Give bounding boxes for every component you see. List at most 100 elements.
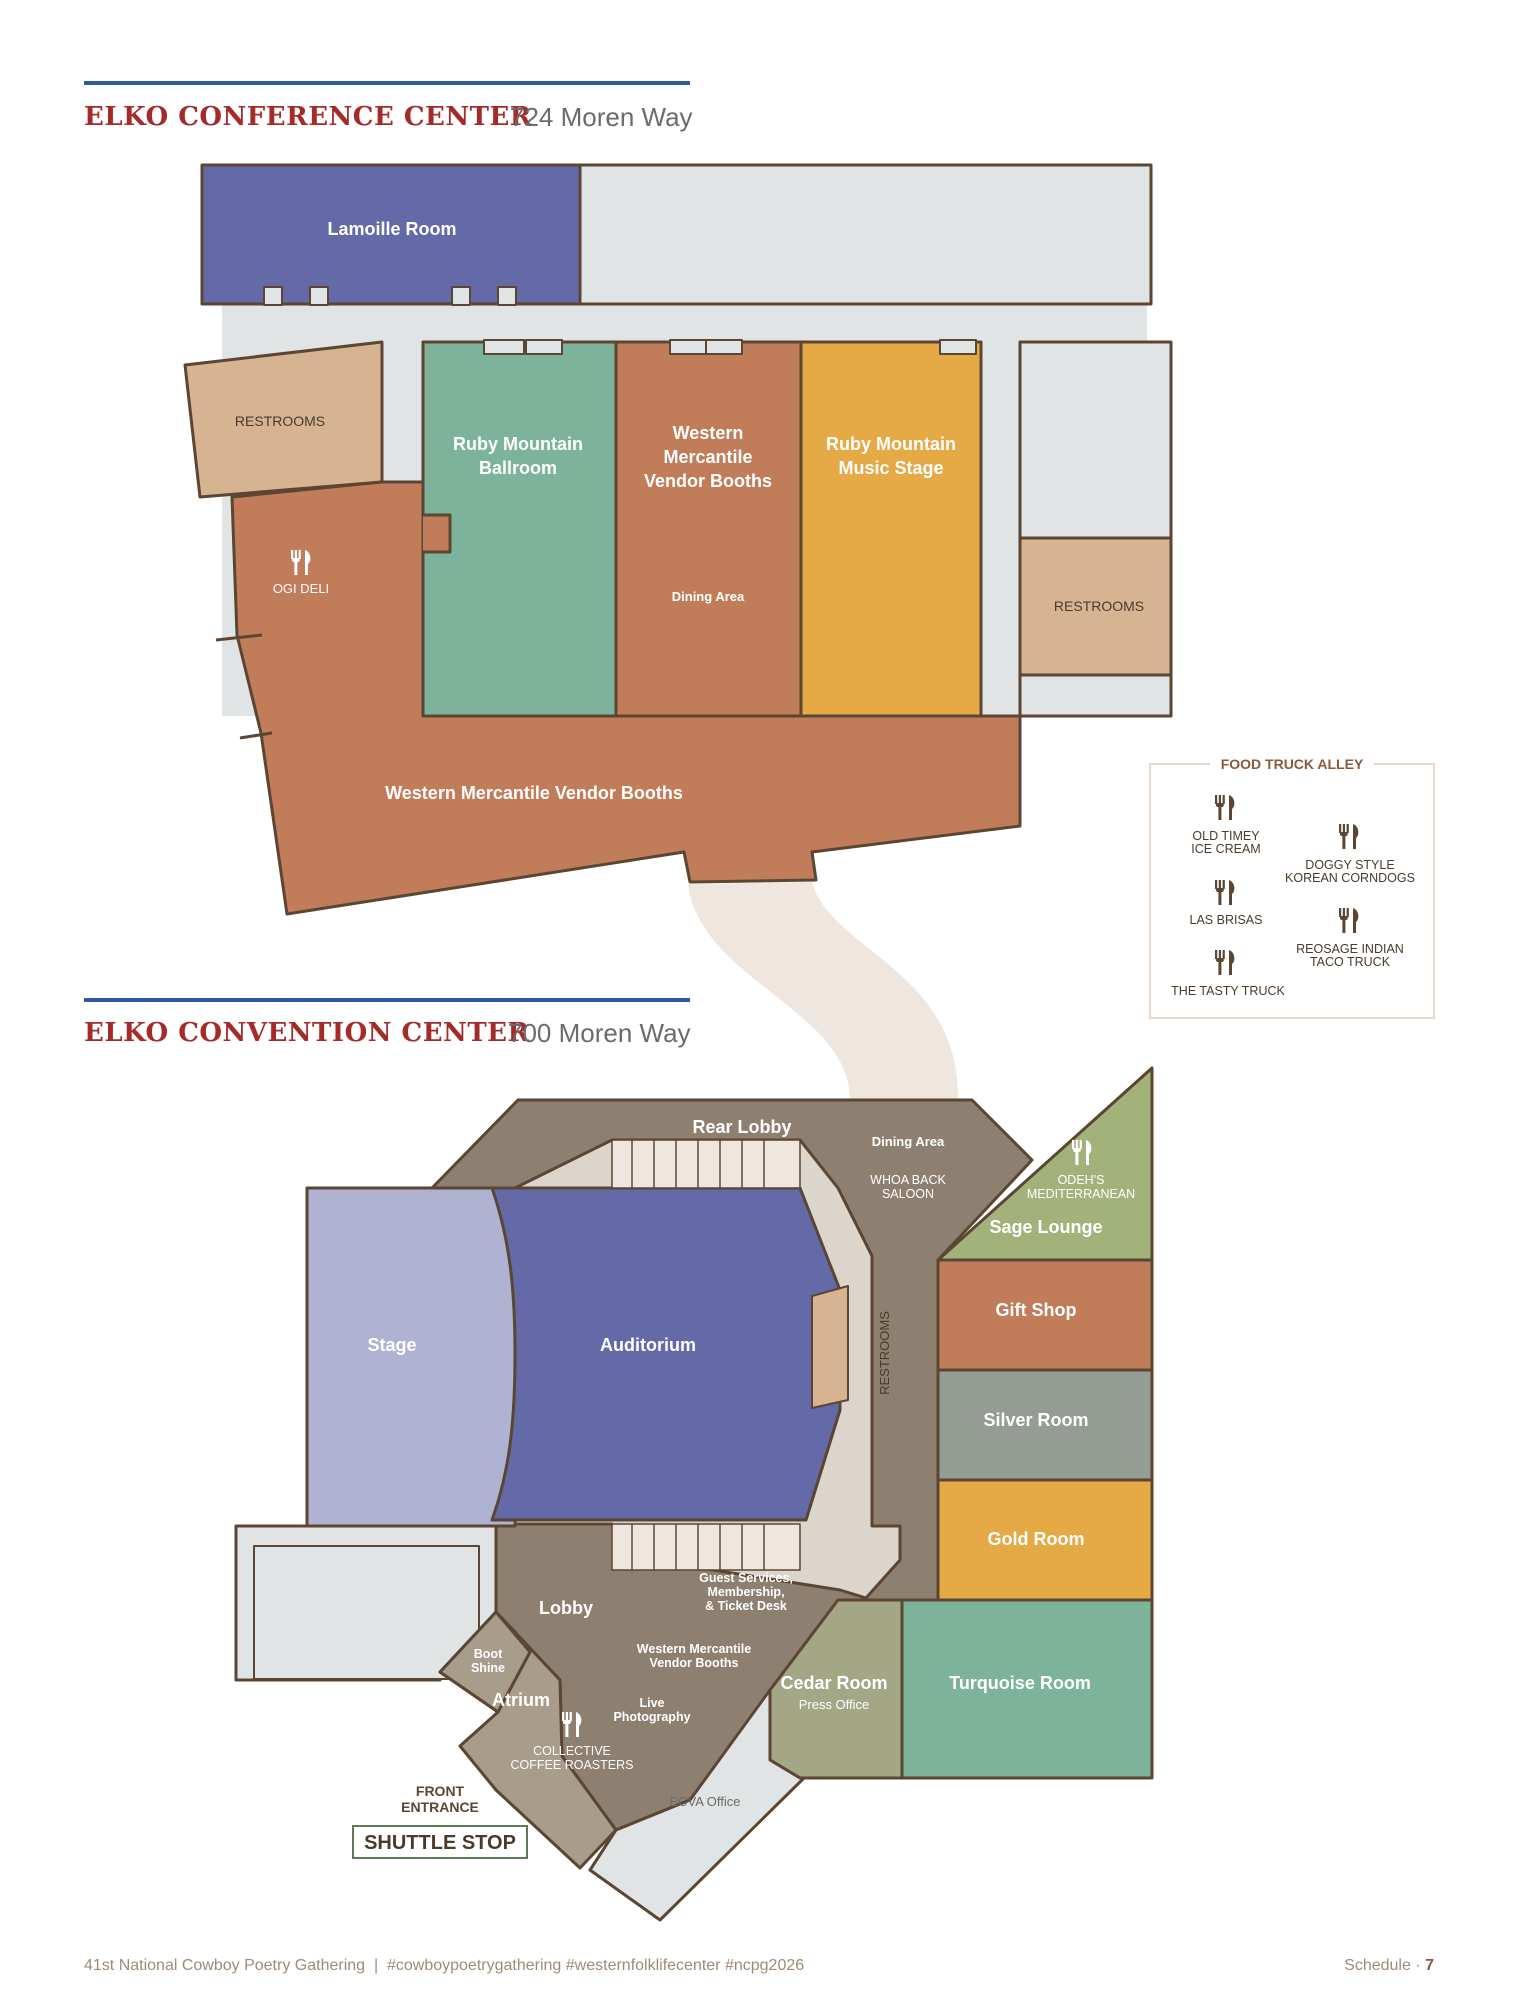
footer-separator: | [373,1957,379,1974]
convention-address: 700 Moren Way [508,1018,691,1048]
convention-sub-labels: WHOA BACK SALOON ODEH'S MEDITERRANEAN Pr… [511,1173,1136,1772]
ecva-office-label: ECVA Office [669,1794,740,1809]
ruby-ballroom-label-2: Ballroom [479,458,557,478]
restrooms-right[interactable] [1018,536,1173,677]
guest-services-label-3: & Ticket Desk [705,1599,787,1613]
front-entrance-label-2: ENTRANCE [401,1799,479,1815]
old-timey-label-2: ICE CREAM [1191,842,1260,856]
connecting-walkway[interactable] [688,882,959,1100]
conference-labels: Lamoille Room Ruby Mountain Ballroom Wes… [327,219,956,803]
guest-services-label-1: Guest Services, [699,1571,793,1585]
las-brisas-icon [1215,880,1235,905]
conference-header-rule [84,81,690,85]
collective-label-1: COLLECTIVE [533,1744,611,1758]
food-truck-alley-frame [1149,763,1435,1019]
footer-left: 41st National Cowboy Poetry Gathering | … [84,1957,804,1975]
collective-label-2: COFFEE ROASTERS [511,1758,634,1772]
ecva-office[interactable] [588,1688,806,1922]
western-label-2: Mercantile [663,447,752,467]
lamoille-room[interactable] [200,163,582,306]
conference-restroom-labels: RESTROOMS RESTROOMS [235,413,1144,614]
ruby-music-label-2: Music Stage [838,458,943,478]
western-bottom-label: Western Mercantile Vendor Booths [385,783,683,803]
tasty-truck-icon [1215,950,1235,975]
restrooms-right-label: RESTROOMS [1054,598,1144,614]
gold-room-label: Gold Room [988,1529,1085,1549]
ruby-ballroom-label-1: Ruby Mountain [453,434,583,454]
atrium-label: Atrium [492,1690,550,1710]
live-photo-label-1: Live [639,1696,664,1710]
las-brisas-label: LAS BRISAS [1190,913,1263,927]
whoa-back-label-1: WHOA BACK [870,1173,946,1187]
front-entrance-label-1: FRONT [416,1783,465,1799]
lamoille-doors [263,286,517,306]
footer-hashtags: #cowboypoetrygathering #westernfolklifec… [386,1957,805,1974]
footer-dot: · [1415,1957,1421,1974]
doggy-label-2: KOREAN CORNDOGS [1285,871,1415,885]
cedar-room-label: Cedar Room [780,1673,887,1693]
convention-labels: Rear Lobby Dining Area Sage Lounge Stage… [367,1117,1102,1724]
reosage-label-2: TACO TRUCK [1310,955,1391,969]
ogi-deli-label: OGI DELI [273,581,329,596]
ballroom-doors [483,339,977,355]
convention-title: ELKO CONVENTION CENTER [84,1018,530,1048]
restrooms-left-label: RESTROOMS [235,413,325,429]
auditorium-steps-bottom [611,1523,801,1571]
odeh-label-2: MEDITERRANEAN [1027,1187,1135,1201]
rear-lobby-label: Rear Lobby [692,1117,791,1137]
ruby-mountain-ballroom[interactable] [421,340,618,718]
footer-event: 41st National Cowboy Poetry Gathering [84,1957,366,1974]
odeh-label-1: ODEH'S [1058,1173,1105,1187]
ruby-music-label-1: Ruby Mountain [826,434,956,454]
stage-label: Stage [367,1335,416,1355]
auditorium-steps-top [611,1139,801,1189]
old-timey-icon [1215,795,1235,820]
convention-left-room [253,1545,480,1680]
old-timey-label-1: OLD TIMEY [1192,829,1260,843]
wm-booths-label-1: Western Mercantile [637,1642,751,1656]
conference-top-hall[interactable] [578,163,1153,306]
food-truck-alley: FOOD TRUCK ALLEY OLD TIMEY ICE CREAM DOG… [1149,754,1435,1019]
boot-shine-label-2: Shine [471,1661,505,1675]
ruby-mountain-music-stage[interactable] [799,340,983,718]
western-mercantile-vendor-booths[interactable] [614,340,803,718]
convention-restrooms-label: RESTROOMS [877,1311,892,1395]
reosage-icon [1339,908,1359,933]
lobby-label: Lobby [539,1598,593,1618]
press-office-label: Press Office [799,1697,870,1712]
sage-lounge-label: Sage Lounge [989,1217,1102,1237]
conference-title: ELKO CONFERENCE CENTER [84,102,532,132]
convention-header-rule [84,998,690,1002]
wm-booths-label-2: Vendor Booths [650,1656,739,1670]
boot-shine[interactable] [438,1610,532,1714]
footer-section: Schedule [1344,1957,1411,1974]
shuttle-stop-sign[interactable] [352,1825,528,1859]
doggy-style-icon [1339,824,1359,849]
tasty-truck-label: THE TASTY TRUCK [1171,984,1285,998]
convention-dining-area-label: Dining Area [872,1134,945,1149]
lamoille-label: Lamoille Room [327,219,456,239]
footer-page-number: 7 [1425,1957,1434,1974]
live-photo-label-2: Photography [613,1710,690,1724]
doggy-label-1: DOGGY STYLE [1305,858,1394,872]
whoa-back-label-2: SALOON [882,1187,934,1201]
conference-dining-area-label: Dining Area [672,589,745,604]
boot-shine-label-1: Boot [474,1647,503,1661]
shuttle-stop-label: SHUTTLE STOP [364,1832,516,1854]
gift-shop-label: Gift Shop [996,1300,1077,1320]
stage[interactable] [305,1186,517,1528]
turquoise-room-label: Turquoise Room [949,1673,1091,1693]
western-label-3: Vendor Booths [644,471,772,491]
front-entrance: FRONT ENTRANCE [401,1783,479,1815]
convention-center-plan [234,1066,1154,1922]
convention-restrooms[interactable] [811,1285,849,1409]
guest-services-label-2: Membership, [707,1585,784,1599]
silver-room-label: Silver Room [983,1410,1088,1430]
silver-room[interactable] [936,1368,1154,1482]
gold-room[interactable] [936,1478,1154,1602]
conference-address: 724 Moren Way [510,102,693,132]
footer-right: Schedule · 7 [1344,1957,1434,1975]
auditorium[interactable] [490,1186,842,1522]
reosage-label-1: REOSAGE INDIAN [1296,942,1404,956]
